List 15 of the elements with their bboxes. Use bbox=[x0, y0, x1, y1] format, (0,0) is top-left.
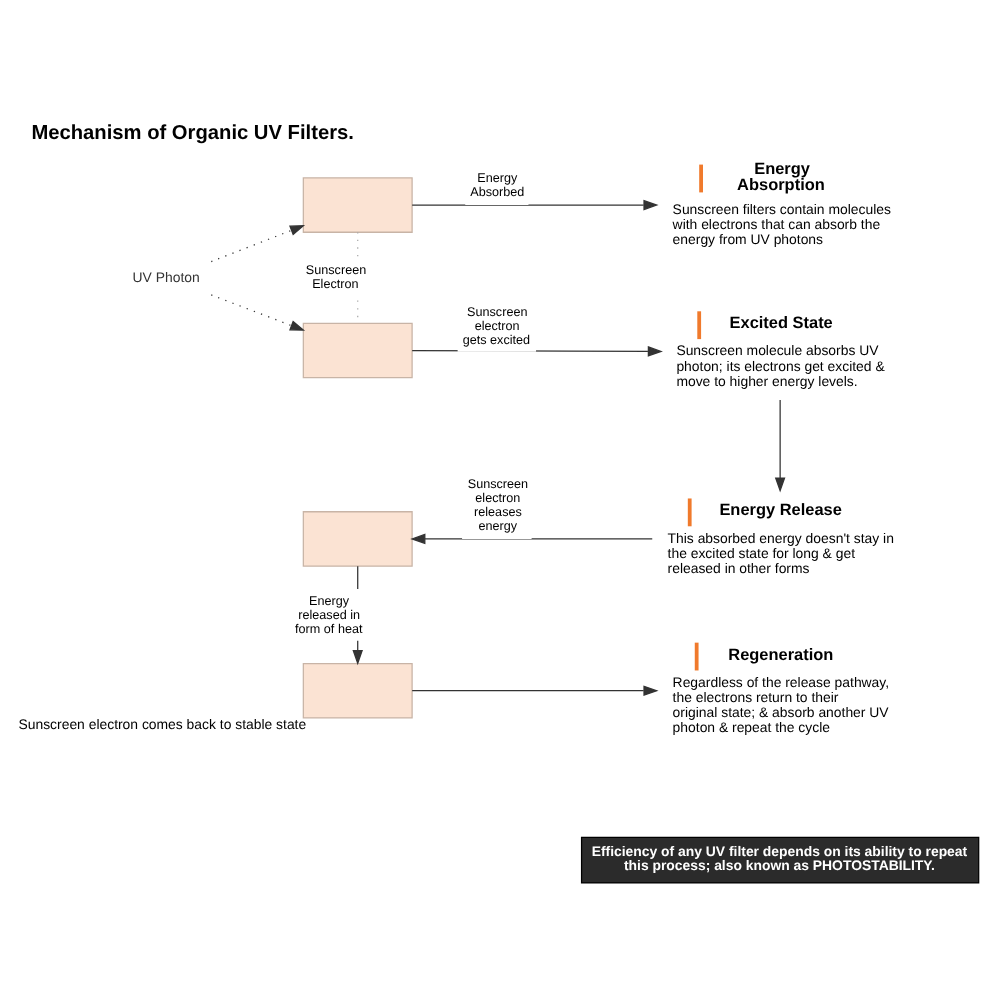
node-box bbox=[302, 321, 413, 378]
node-box bbox=[697, 310, 702, 339]
node-box bbox=[302, 176, 413, 232]
node-box bbox=[699, 163, 703, 192]
arrow bbox=[210, 224, 306, 262]
node-box bbox=[687, 497, 692, 526]
diagram-title: Mechanism of Organic UV Filters. bbox=[31, 122, 354, 145]
node-box bbox=[302, 510, 413, 566]
arrow bbox=[411, 198, 659, 210]
arrow bbox=[210, 293, 306, 330]
arrow bbox=[774, 398, 786, 492]
arrow bbox=[410, 532, 653, 544]
node-box bbox=[302, 661, 413, 718]
node-box bbox=[694, 641, 699, 670]
arrow bbox=[411, 684, 659, 695]
